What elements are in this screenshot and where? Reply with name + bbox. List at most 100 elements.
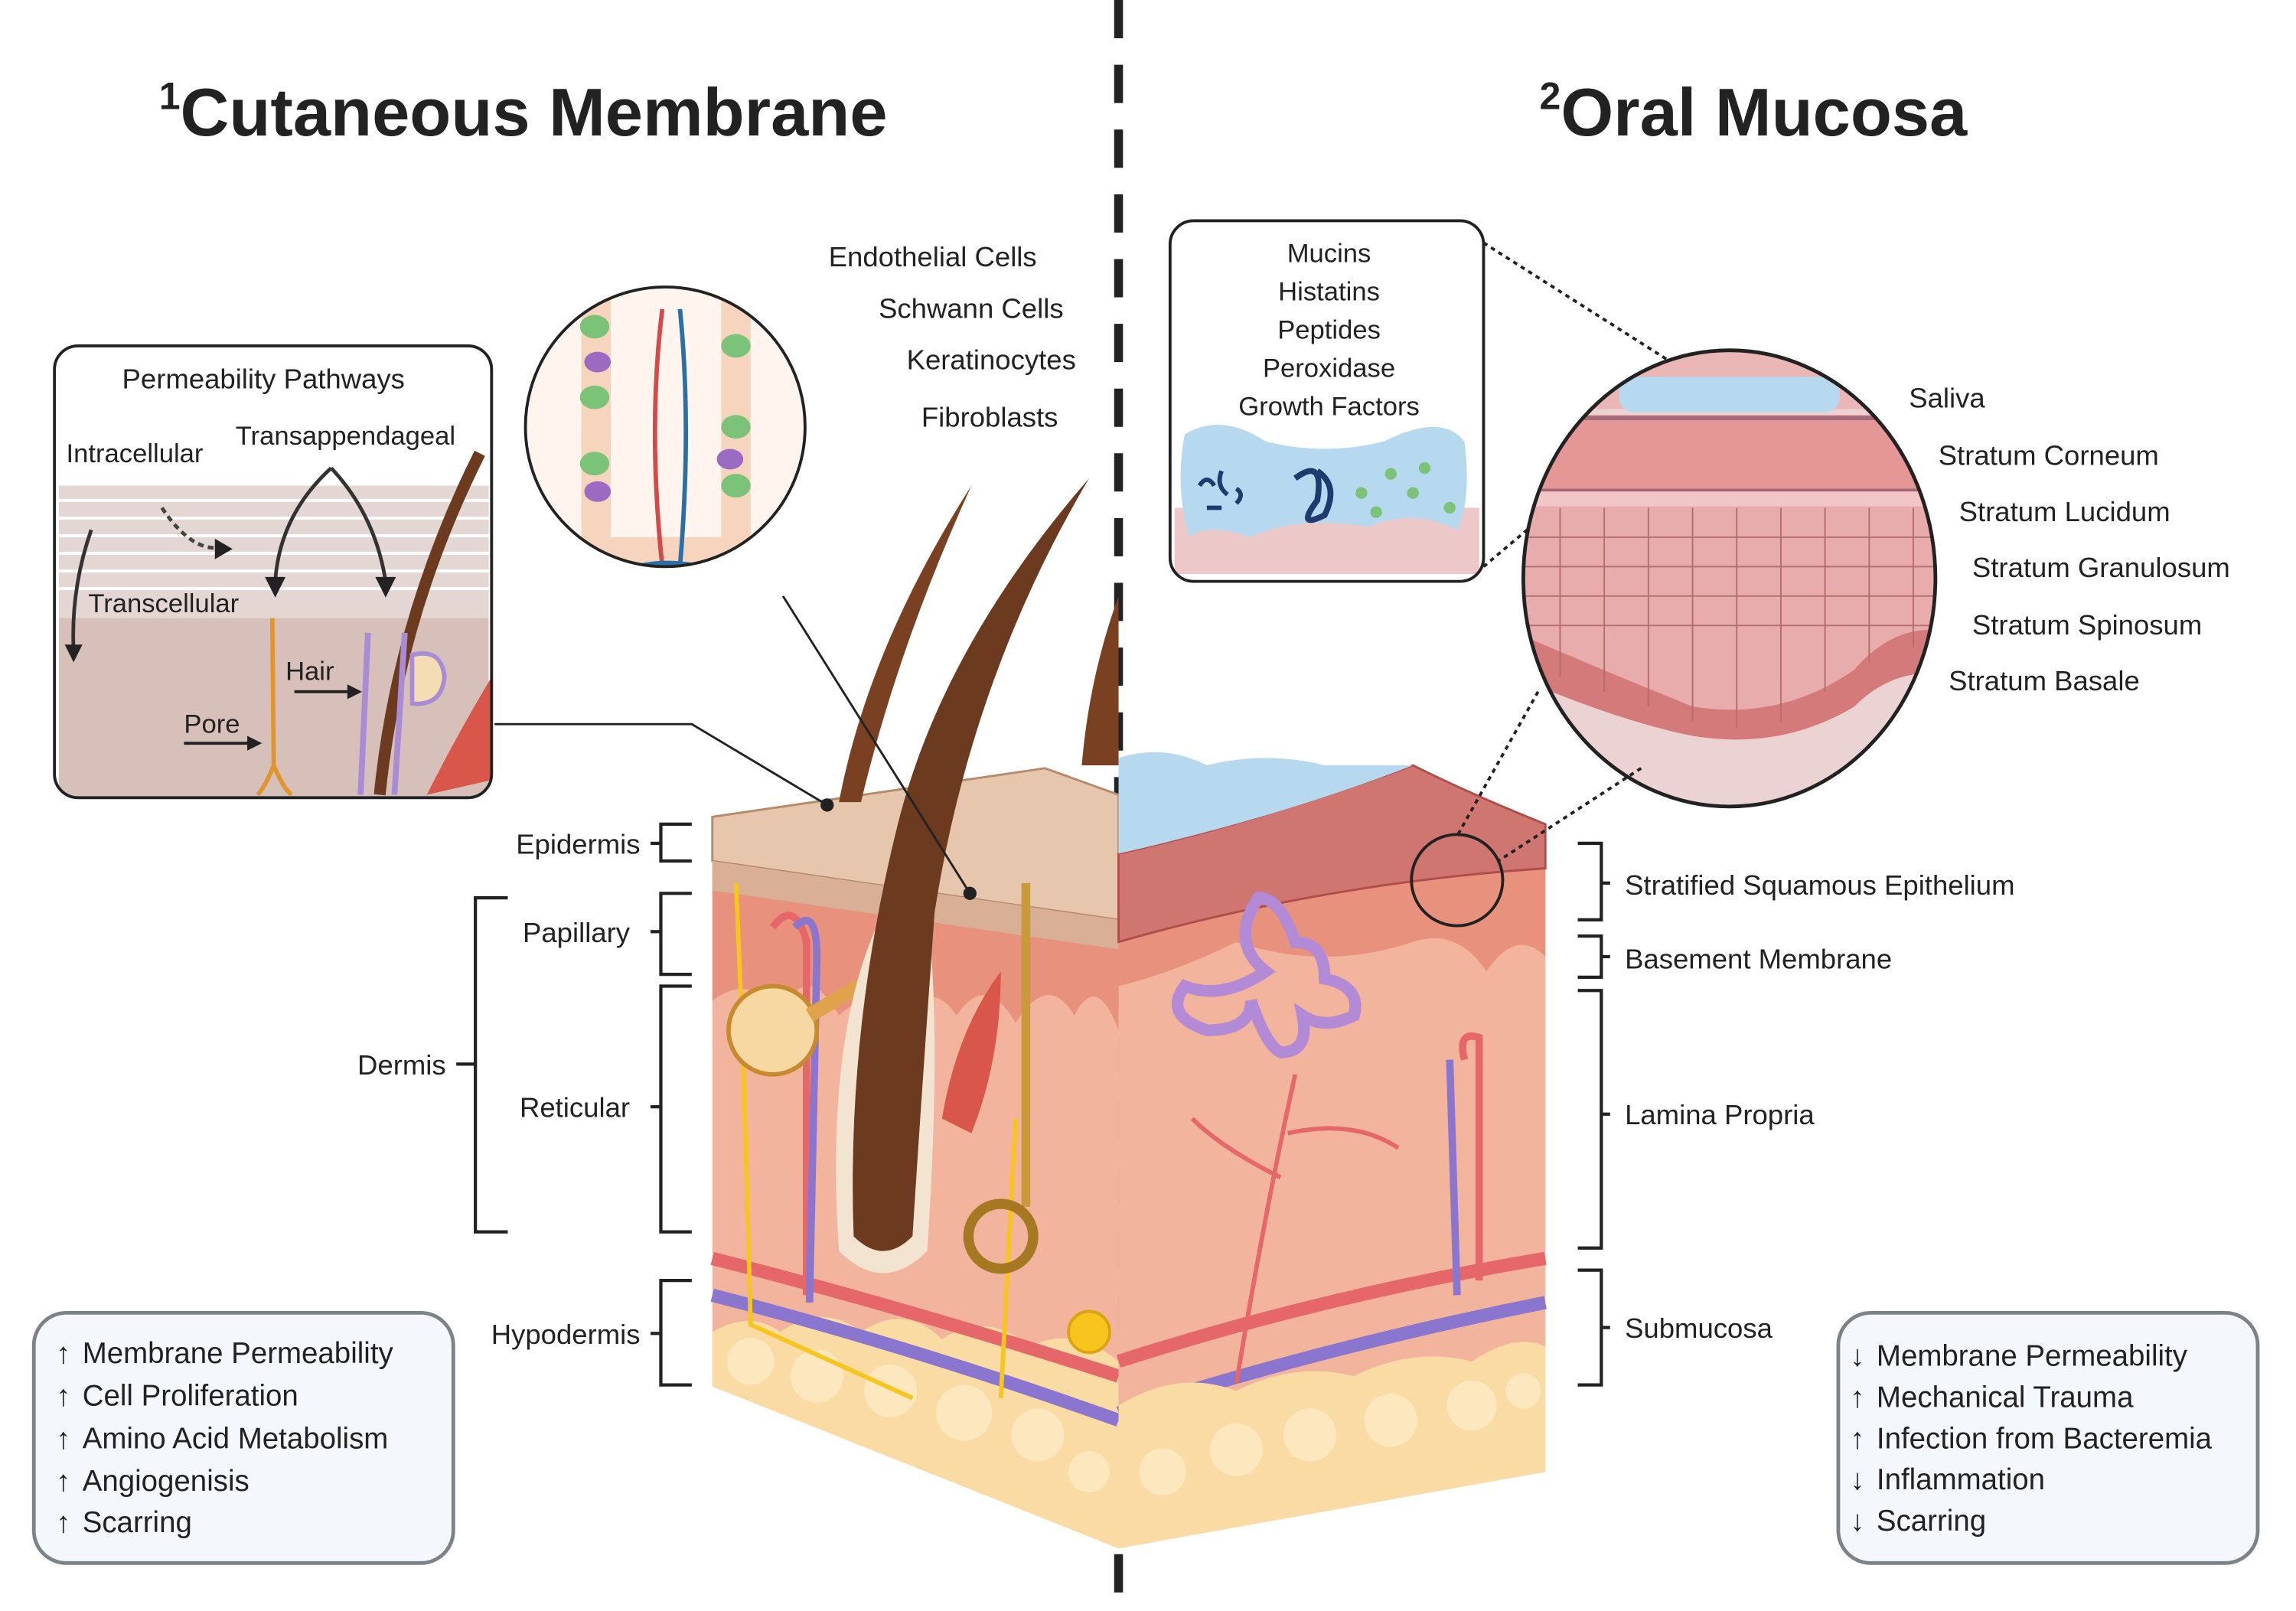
keratinocyte-layer-right	[817, 265, 846, 559]
effect-item: ↑Amino Acid Metabolism	[56, 1422, 388, 1455]
skin-layer-labels	[456, 822, 692, 1387]
label-schwann: Schwann Cells	[879, 292, 1064, 324]
basal-cells	[765, 544, 805, 567]
stratum-lucidum-band	[1523, 491, 1936, 507]
mucosa-layer-labels	[1577, 841, 1610, 1387]
label-reticular: Reticular	[520, 1092, 630, 1123]
sweat-gland	[963, 1198, 1039, 1274]
saliva-item-growth-factors: Growth Factors	[1238, 392, 1420, 421]
melanocyte-cells	[584, 351, 744, 502]
label-transappendageal: Transappendageal	[236, 422, 455, 451]
bracket-reticular	[659, 984, 692, 1234]
saliva-item-peptides: Peptides	[1277, 315, 1381, 344]
cutaneous-block	[710, 478, 1121, 1549]
minor-salivary-gland	[1171, 892, 1362, 1058]
label-stratum-basale: Stratum Basale	[1949, 665, 2140, 696]
saliva-leader-top	[1482, 241, 1724, 396]
oral-effects-bg	[1836, 1310, 2260, 1565]
capillary-blue	[677, 308, 689, 567]
label-stratum-corneum: Stratum Corneum	[1939, 440, 2159, 471]
hair-edge	[1081, 595, 1119, 765]
cutaneous-effects-list: ↑Membrane Permeability ↑Cell Proliferati…	[56, 1337, 393, 1539]
cutaneous-effects-box: ↑Membrane Permeability ↑Cell Proliferati…	[31, 1310, 455, 1565]
label-saliva: Saliva	[1909, 383, 1985, 414]
stratum-basale-band	[1523, 629, 1936, 740]
label-keratinocytes: Keratinocytes	[907, 344, 1076, 376]
effect-item: ↓Inflammation	[1850, 1463, 2045, 1496]
pacinian-corpuscle	[1067, 1309, 1111, 1355]
oral-callout-leader-1	[1456, 690, 1540, 837]
panel-sebaceous	[409, 651, 447, 706]
capillary-loop-vein	[792, 917, 821, 1303]
label-stratum-spinosum: Stratum Spinosum	[1972, 609, 2202, 641]
bracket-basement	[1577, 934, 1603, 980]
arrector-pili-muscle	[941, 971, 1001, 1133]
vein	[710, 1288, 1121, 1427]
hair-small	[839, 485, 972, 803]
intracellular-arrow	[160, 507, 221, 550]
bracket-dermis	[474, 895, 508, 1234]
oral-block	[1116, 752, 1547, 1549]
nerve	[733, 882, 914, 1401]
effect-item: ↑Infection from Bacteremia	[1850, 1422, 2212, 1455]
effect-item: ↑Membrane Permeability	[56, 1337, 393, 1370]
capillary-red	[652, 308, 665, 567]
effect-item: ↑Scarring	[56, 1506, 192, 1539]
label-epidermis: Epidermis	[516, 828, 640, 859]
permeability-panel-border	[53, 344, 494, 800]
capillary-loop	[769, 911, 810, 1296]
mucin-strand	[1293, 468, 1334, 523]
follicle-wall	[357, 632, 408, 795]
oral-fat-cells	[1139, 1373, 1541, 1495]
saliva-layer	[1118, 752, 1414, 854]
label-hypodermis: Hypodermis	[491, 1319, 641, 1350]
sweat-pore	[256, 618, 293, 797]
effect-item: ↑Cell Proliferation	[56, 1380, 298, 1413]
schwann-like-cells	[579, 315, 751, 497]
saliva-item-mucins: Mucins	[1287, 239, 1371, 268]
label-basement-membrane: Basement Membrane	[1625, 943, 1892, 974]
vessel-base	[617, 560, 737, 567]
effect-item: ↑Angiogenisis	[56, 1465, 249, 1498]
pore-arrowhead	[247, 735, 263, 751]
artery	[710, 1251, 1121, 1383]
bracket-hypodermis	[659, 1278, 692, 1387]
transcellular-arrowhead	[64, 644, 83, 663]
magnify-circle	[1410, 833, 1505, 928]
sebaceous-gland	[726, 983, 820, 1077]
oral-capillary-vein	[1446, 1059, 1461, 1296]
transappendageal-arrowhead-2	[375, 576, 396, 598]
label-endothelial: Endothelial Cells	[829, 241, 1037, 272]
oral-capillary	[1459, 1032, 1483, 1281]
oral-arterioles	[1190, 1074, 1400, 1384]
panel-muscle	[426, 677, 492, 795]
bracket-submucosa	[1577, 1268, 1603, 1387]
label-dermis: Dermis	[357, 1049, 446, 1081]
panel-leader-line	[494, 722, 828, 807]
saliva-band	[1619, 377, 1840, 413]
nerve-2	[998, 1118, 1018, 1399]
label-pore: Pore	[184, 710, 240, 739]
skin-block	[710, 478, 1547, 1549]
effect-item: ↓Scarring	[1850, 1505, 1986, 1538]
oral-callout-border	[1521, 348, 1938, 809]
cell-callout-border	[523, 285, 807, 569]
oral-layers-callout: Saliva Stratum Corneum Stratum Lucidum S…	[1456, 348, 2230, 863]
label-fibroblasts: Fibroblasts	[921, 402, 1058, 433]
permeability-panel: Permeability Pathways Intracellular Tran…	[53, 344, 828, 807]
hair-arrowhead	[347, 684, 363, 700]
growth-factor-dots	[1355, 461, 1456, 518]
transappendageal-arrowhead-1	[265, 576, 286, 598]
effect-item: ↓Membrane Permeability	[1850, 1340, 2187, 1373]
bracket-papillary	[659, 892, 692, 977]
label-stratified-epithelium: Stratified Squamous Epithelium	[1625, 869, 2014, 901]
bracket-epidermis	[659, 822, 692, 863]
cell-callout-leader	[781, 595, 971, 895]
transcellular-arrow	[71, 529, 93, 651]
hair-shaft	[853, 478, 1090, 1251]
oral-effects-box: ↓Membrane Permeability ↑Mechanical Traum…	[1836, 1310, 2260, 1565]
transappendageal-arrow-2	[329, 466, 388, 582]
label-transcellular: Transcellular	[88, 589, 239, 618]
cutaneous-effects-bg	[31, 1310, 455, 1565]
